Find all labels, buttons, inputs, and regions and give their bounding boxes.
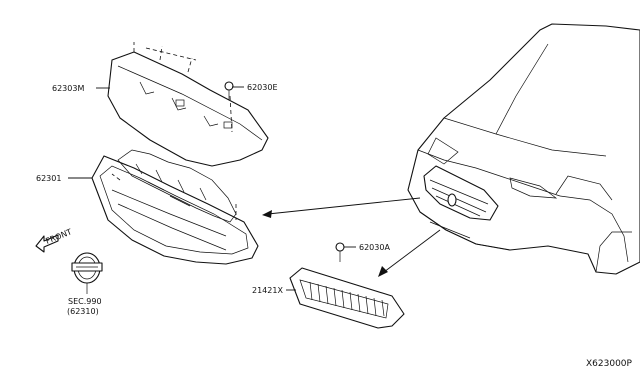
label-62310: (62310) (67, 307, 99, 316)
front-arrow-icon (35, 234, 59, 253)
vehicle-illustration (407, 23, 640, 275)
label-62303m: 62303M (52, 84, 84, 93)
leader-lines (68, 86, 441, 291)
label-21421x: 21421X (252, 286, 283, 295)
label-front: FRONT (44, 227, 73, 246)
lower-grille (289, 267, 405, 329)
label-62030e: 62030E (247, 83, 278, 92)
clip-upper-icon (224, 81, 234, 100)
label-62030a: 62030A (359, 243, 390, 252)
front-grille (91, 149, 259, 265)
label-sec-990: SEC.990 (68, 297, 102, 306)
label-62301: 62301 (36, 174, 61, 183)
upper-cover-panel (107, 42, 269, 167)
diagram-code: X623000P (586, 359, 633, 369)
emblem-icon (71, 252, 103, 294)
clip-lower-icon (335, 242, 345, 262)
